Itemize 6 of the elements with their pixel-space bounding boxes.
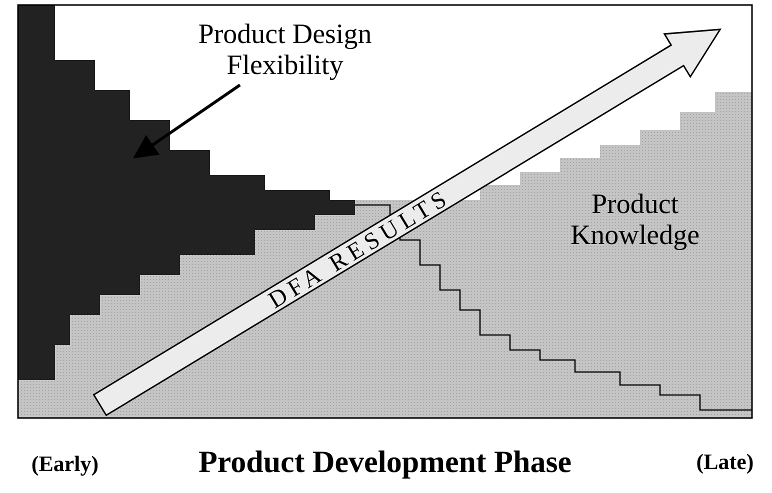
region-label: Product Knowledge — [569, 190, 701, 252]
axis-title: Product Development Phase — [197, 445, 573, 480]
callout-text: Product Design Flexibility — [170, 20, 400, 82]
axis-end-label: (Late) — [695, 450, 755, 474]
leader-arrow — [133, 84, 241, 158]
axis-end-label: (Early) — [30, 452, 100, 476]
